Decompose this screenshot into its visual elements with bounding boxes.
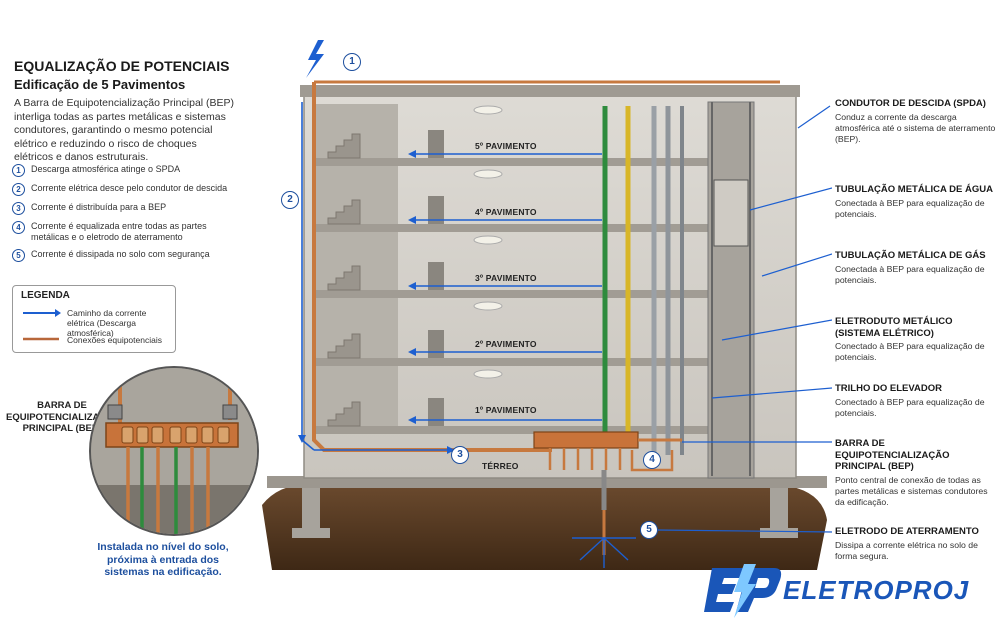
step-text: Corrente é dissipada no solo com seguran… (31, 249, 210, 259)
legend-swatches (23, 309, 61, 341)
step-item: 2 Corrente elétrica desce pelo condutor d… (12, 183, 262, 196)
badge-1: 1 (343, 53, 361, 71)
legend-bond-label: Conexões equipotenciais (67, 335, 162, 345)
callout-desc: Ponto central de conexão de todas as par… (835, 474, 988, 507)
callout-title: CONDUTOR DE DESCIDA (SPDA) (835, 98, 986, 109)
bep-bar (533, 431, 639, 449)
bep-detail-label: BARRA DE EQUIPOTENCIALIZAÇÃO PRINCIPAL (… (6, 400, 121, 434)
floor-label-terreo: TÉRREO (482, 461, 519, 471)
callout-elevator-rail: TRILHO DO ELEVADOR Conectado à BEP para … (835, 383, 997, 419)
callout-desc: Conectada à BEP para equalização de pote… (835, 263, 985, 285)
floor-label-2: 2º PAVIMENTO (475, 339, 537, 349)
step-number: 4 (12, 221, 25, 234)
step-text: Corrente elétrica desce pelo condutor de… (31, 183, 228, 193)
elevator-car (713, 179, 749, 247)
step-item: 4 Corrente é equalizada entre todas as pa… (12, 221, 234, 243)
floor-label-4: 4º PAVIMENTO (475, 207, 537, 217)
callout-ground-electrode: ELETRODO DE ATERRAMENTO Dissipa a corren… (835, 526, 997, 562)
callout-title: BARRA DE EQUIPOTENCIALIZAÇÃO PRINCIPAL (… (835, 438, 950, 472)
callout-desc: Conduz a corrente da descarga atmosféric… (835, 111, 996, 144)
step-item: 5 Corrente é dissipada no solo com segura… (12, 249, 262, 262)
step-number: 3 (12, 202, 25, 215)
page-title: EQUALIZAÇÃO DE POTENCIAIS (14, 58, 230, 74)
callout-title: ELETRODO DE ATERRAMENTO (835, 526, 979, 537)
callout-gas-pipe: TUBULAÇÃO METÁLICA DE GÁS Conectada à BE… (835, 250, 997, 286)
page-subtitle: Edificação de 5 Pavimentos (14, 77, 186, 92)
callout-water-pipe: TUBULAÇÃO METÁLICA DE ÁGUA Conectada à B… (835, 184, 997, 220)
step-text: Corrente é equalizada entre todas as par… (31, 221, 207, 242)
callout-down-conductor: CONDUTOR DE DESCIDA (SPDA) Conduz a corr… (835, 98, 997, 145)
callout-bep: BARRA DE EQUIPOTENCIALIZAÇÃO PRINCIPAL (… (835, 438, 995, 508)
building-illustration (262, 40, 832, 570)
callout-desc: Conectado à BEP para equalização de pote… (835, 396, 985, 418)
badge-2: 2 (281, 191, 299, 209)
bep-detail-note: Instalada no nível do solo, próxima à en… (97, 541, 229, 578)
step-number: 1 (12, 164, 25, 177)
step-number: 5 (12, 249, 25, 262)
callout-desc: Conectado à BEP para equalização de pote… (835, 341, 985, 362)
intro-text: A Barra de Equipotencialização Principal… (14, 97, 235, 164)
badge-3: 3 (451, 446, 469, 464)
callout-title: TRILHO DO ELEVADOR (835, 383, 942, 394)
step-item: 3 Corrente é distribuída para a BEP (12, 202, 262, 215)
badge-4: 4 (643, 451, 661, 469)
callout-desc: Dissipa a corrente elétrica no solo de f… (835, 539, 978, 561)
callout-desc: Conectada à BEP para equalização de pote… (835, 197, 985, 219)
bep-detail-illustration (89, 366, 259, 536)
step-item: 1 Descarga atmosférica atinge o SPDA (12, 164, 262, 177)
roof-slab (300, 85, 800, 97)
floor-slabs (314, 158, 754, 434)
legend-arrow-icon (55, 309, 61, 317)
badge-5: 5 (640, 521, 658, 539)
ground-slab (267, 476, 827, 488)
legend-title: LEGENDA (21, 290, 70, 301)
callout-title: TUBULAÇÃO METÁLICA DE ÁGUA (835, 184, 993, 195)
floor-label-3: 3º PAVIMENTO (475, 273, 537, 283)
lightning-bolt-icon (306, 40, 324, 78)
brand-name: ELETROPROJ (783, 575, 970, 605)
soil (262, 484, 827, 570)
step-text: Descarga atmosférica atinge o SPDA (31, 164, 181, 174)
step-number: 2 (12, 183, 25, 196)
callout-conduit: ELETRODUTO METÁLICO (SISTEMA ELÉTRICO) C… (835, 316, 997, 363)
floor-label-1: 1º PAVIMENTO (475, 405, 537, 415)
legend-current-label: Caminho da corrente elétrica (Descarga a… (67, 308, 147, 338)
brand-logo-icon (704, 564, 782, 618)
callout-title: ELETRODUTO METÁLICO (SISTEMA ELÉTRICO) (835, 316, 953, 339)
callout-title: TUBULAÇÃO METÁLICA DE GÁS (835, 250, 986, 261)
step-text: Corrente é distribuída para a BEP (31, 202, 167, 212)
floor-label-5: 5º PAVIMENTO (475, 141, 537, 151)
legend-box: LEGENDA Caminho da corrente elétrica (De… (12, 285, 176, 353)
